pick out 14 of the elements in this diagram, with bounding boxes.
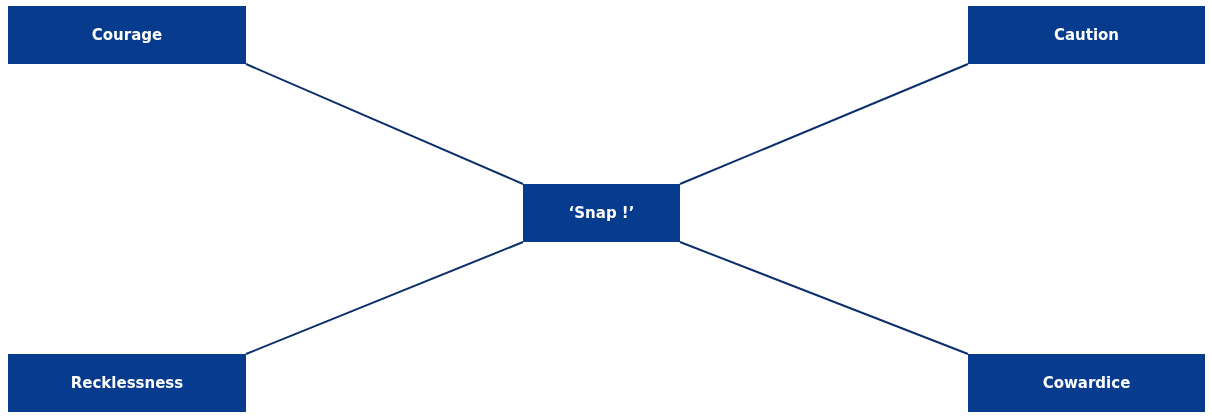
term-label: Caution [1053, 26, 1120, 44]
connector-line [679, 63, 969, 185]
connector-line [245, 241, 524, 355]
term-label: Courage [91, 26, 163, 44]
term-box [8, 354, 246, 412]
term-box [523, 184, 680, 242]
term-box [8, 6, 246, 64]
term-box [968, 6, 1205, 64]
term-label: ‘Snap !’ [568, 204, 635, 222]
connector-line [679, 241, 969, 355]
connector-line [245, 63, 524, 185]
term-label: Recklessness [70, 374, 184, 392]
term-box [968, 354, 1205, 412]
term-label: Cowardice [1042, 374, 1131, 392]
